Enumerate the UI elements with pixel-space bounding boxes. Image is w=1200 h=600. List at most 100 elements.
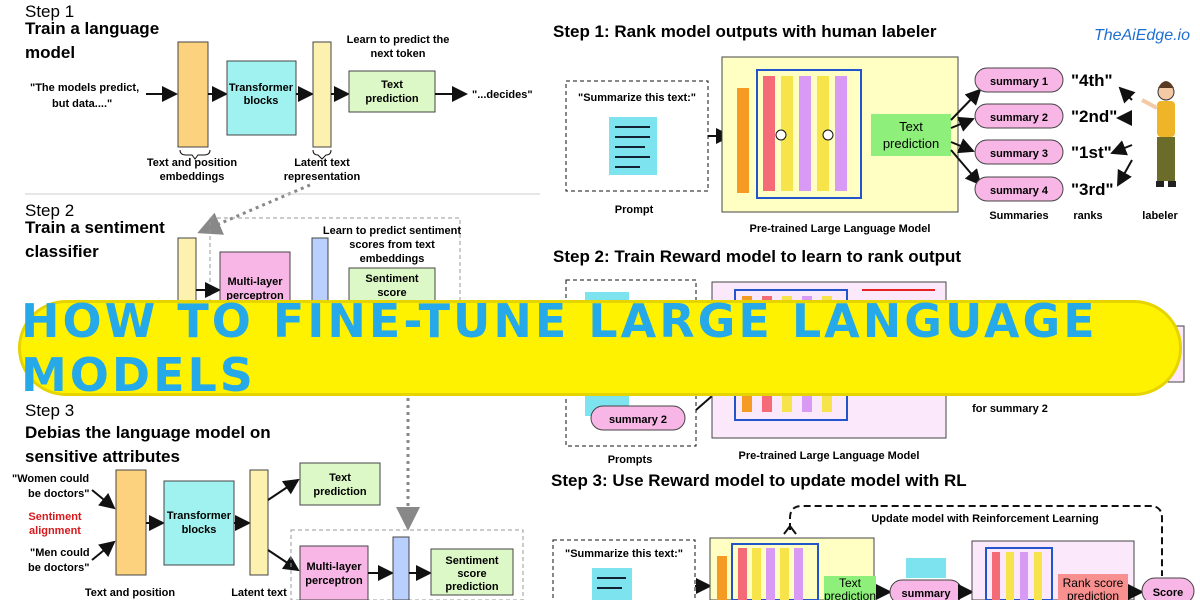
rank-score-2: prediction — [1067, 589, 1119, 600]
arrow — [1117, 159, 1133, 187]
rank-3: "1st" — [1071, 143, 1112, 162]
brand-logo: TheAiEdge.io — [1094, 27, 1190, 44]
layer-bar — [780, 548, 789, 600]
labeler-person-icon — [1141, 81, 1176, 187]
arrow — [950, 88, 982, 121]
transformer-block — [163, 480, 235, 566]
layer-bar — [781, 76, 793, 191]
add-node — [775, 129, 787, 141]
prompt-label: Prompt — [615, 204, 654, 216]
left-step1-input-line2: but data...." — [52, 98, 112, 110]
output-text: "...decides" — [472, 89, 533, 101]
arrow — [950, 138, 975, 154]
summary-2: summary 2 — [990, 112, 1048, 124]
arrow — [91, 540, 116, 561]
prompt-text: "Summarize this text:" — [578, 92, 696, 104]
embedding-label: Text and position — [85, 587, 176, 599]
arrow — [267, 549, 300, 572]
layer-bar — [752, 548, 761, 600]
sentiment-label-1: Sentiment — [365, 273, 419, 285]
document-icon — [906, 558, 946, 578]
layer-bar — [738, 548, 747, 600]
men-line1: "Men could — [30, 547, 90, 559]
reward-llm-label: Pre-trained Large Language Model — [739, 450, 920, 462]
sentiment-label-1: Sentiment — [445, 555, 499, 567]
left-step1-title-line1: Train a language — [25, 19, 159, 38]
text-prediction-2: prediction — [883, 136, 939, 151]
layer-bar — [1020, 552, 1028, 600]
for-summary-label: for summary 2 — [972, 403, 1048, 415]
summary-2-pill: summary 2 — [609, 414, 667, 426]
mlp-label-2: perceptron — [305, 575, 363, 587]
brace — [179, 149, 211, 160]
summary-1: summary 1 — [990, 76, 1048, 88]
rl-summary: summary — [902, 588, 952, 600]
alignment-line2: alignment — [29, 525, 81, 537]
arrow — [1118, 86, 1136, 104]
rank-1: "4th" — [1071, 71, 1113, 90]
text-prediction-box — [824, 576, 876, 600]
latent-label-1: Latent text — [294, 157, 350, 169]
left-step2-title-line1: Train a sentiment — [25, 218, 165, 237]
score-vector-block — [392, 536, 410, 600]
sentiment-label-3: prediction — [445, 581, 498, 593]
prompt-frame — [552, 539, 696, 600]
ranks-label: ranks — [1073, 210, 1102, 222]
arrow — [267, 478, 300, 501]
arrow — [695, 395, 713, 411]
right-step1: TheAiEdge.io Step 1: Rank model outputs … — [553, 22, 1190, 235]
mlp-label-2: perceptron — [226, 290, 284, 302]
text-prediction-2: prediction — [365, 93, 418, 105]
layer-bar — [766, 548, 775, 600]
rl-text-prediction-2: prediction — [824, 589, 876, 600]
attention-frame — [731, 543, 819, 600]
latent-label: Latent text — [231, 587, 287, 599]
learn-sentiment-1: Learn to predict sentiment — [323, 225, 461, 237]
left-step3-title-line2: sensitive attributes — [25, 447, 180, 466]
summary-pill — [974, 139, 1064, 165]
summary-pill — [974, 176, 1064, 202]
layer-bar — [717, 556, 727, 600]
transformer-label-2: blocks — [244, 95, 279, 107]
layer-bar — [1034, 552, 1042, 600]
rank-score-box — [1058, 574, 1128, 600]
summary-pill — [590, 405, 686, 431]
rl-loop — [789, 505, 1163, 576]
layer-bar — [737, 88, 749, 193]
score-label: Score — [1153, 587, 1184, 599]
left-step1-title-line2: model — [25, 43, 75, 62]
latent-block — [312, 41, 332, 148]
left-step1-input-line1: "The models predict, — [30, 82, 139, 94]
women-line2: be doctors" — [28, 488, 89, 500]
rl-loop-arrowhead — [783, 524, 797, 535]
mlp-label-1: Multi-layer — [227, 276, 283, 288]
right-step2-title: Step 2: Train Reward model to learn to r… — [553, 247, 961, 266]
text-prediction-box — [871, 114, 951, 156]
text-prediction-2: prediction — [313, 486, 366, 498]
summaries-label: Summaries — [989, 210, 1048, 222]
left-step3: Step 3 Debias the language model on sens… — [12, 398, 524, 600]
prompts-label: Prompts — [608, 454, 653, 466]
mlp-block — [299, 545, 369, 600]
score-pill — [1141, 577, 1195, 600]
summary-pill — [974, 67, 1064, 93]
layer-bar — [835, 76, 847, 191]
learn-next-token-2: next token — [370, 48, 425, 60]
learn-next-token-1: Learn to predict the — [347, 34, 450, 46]
left-step2-number: Step 2 — [25, 201, 74, 220]
sentiment-label-2: score — [457, 568, 486, 580]
labeler-label: labeler — [1142, 210, 1178, 222]
embedding-label-2: embeddings — [160, 171, 225, 183]
alignment-line1: Sentiment — [28, 511, 82, 523]
rank-2: "2nd" — [1071, 107, 1117, 126]
text-prediction-box — [299, 462, 381, 506]
transformer-label-2: blocks — [182, 524, 217, 536]
summary-3: summary 3 — [990, 148, 1048, 160]
left-step1-number: Step 1 — [25, 2, 74, 21]
add-node — [822, 129, 834, 141]
arrow — [950, 116, 975, 132]
left-step3-number: Step 3 — [25, 401, 74, 420]
